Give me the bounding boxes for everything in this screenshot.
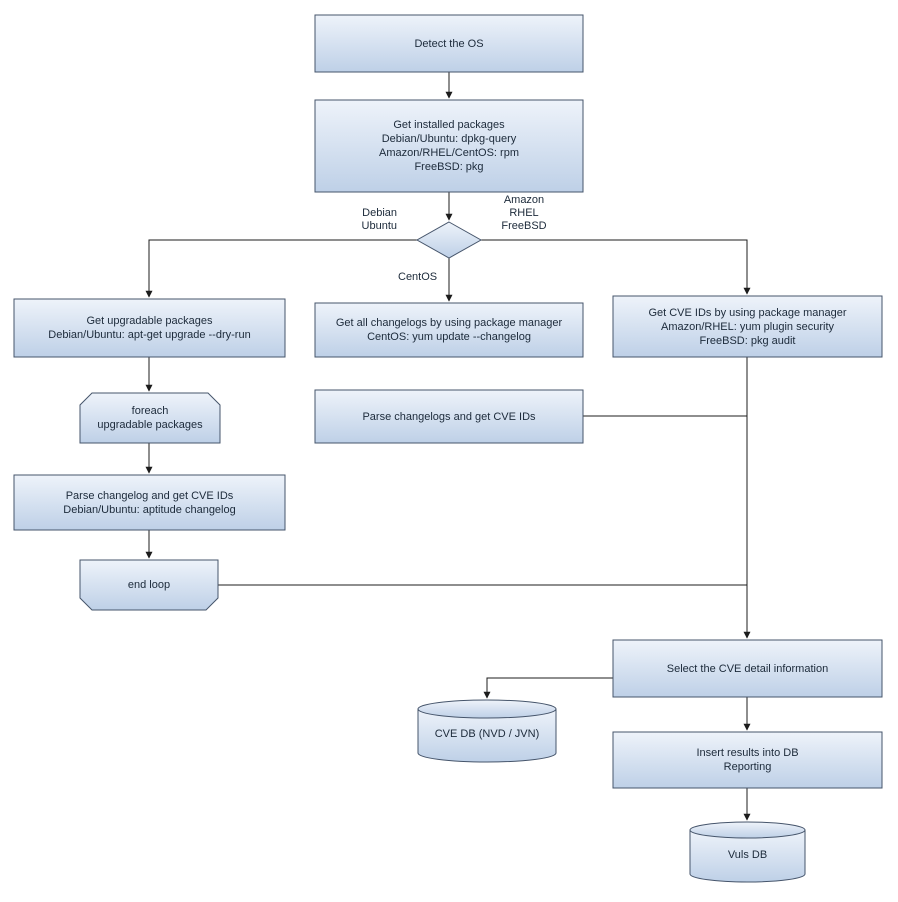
cve-db-cylinder-body xyxy=(417,708,557,763)
select-cve-detail-box xyxy=(612,639,883,698)
get-cve-ids-box xyxy=(612,295,883,358)
get-upgradable-packages-box xyxy=(13,298,286,358)
get-installed-packages-box xyxy=(314,99,584,193)
conn-decision-to-upgradable xyxy=(145,239,417,298)
end-loop-shape xyxy=(79,559,219,611)
conn-decision-to-cveids xyxy=(481,239,751,295)
insert-results-box xyxy=(612,731,883,789)
conn-select-to-cvedb xyxy=(483,677,613,699)
foreach-loop-shape xyxy=(79,392,221,444)
vuls-db-cylinder-body xyxy=(689,829,806,883)
cve-db-cylinder-top xyxy=(417,699,557,719)
parse-changelogs-box xyxy=(314,389,584,444)
detect-os-box xyxy=(314,14,584,73)
vuls-db-cylinder-top xyxy=(689,821,806,839)
decision-diamond xyxy=(415,221,483,259)
parse-changelog-box xyxy=(13,474,286,531)
get-all-changelogs-box xyxy=(314,302,584,358)
